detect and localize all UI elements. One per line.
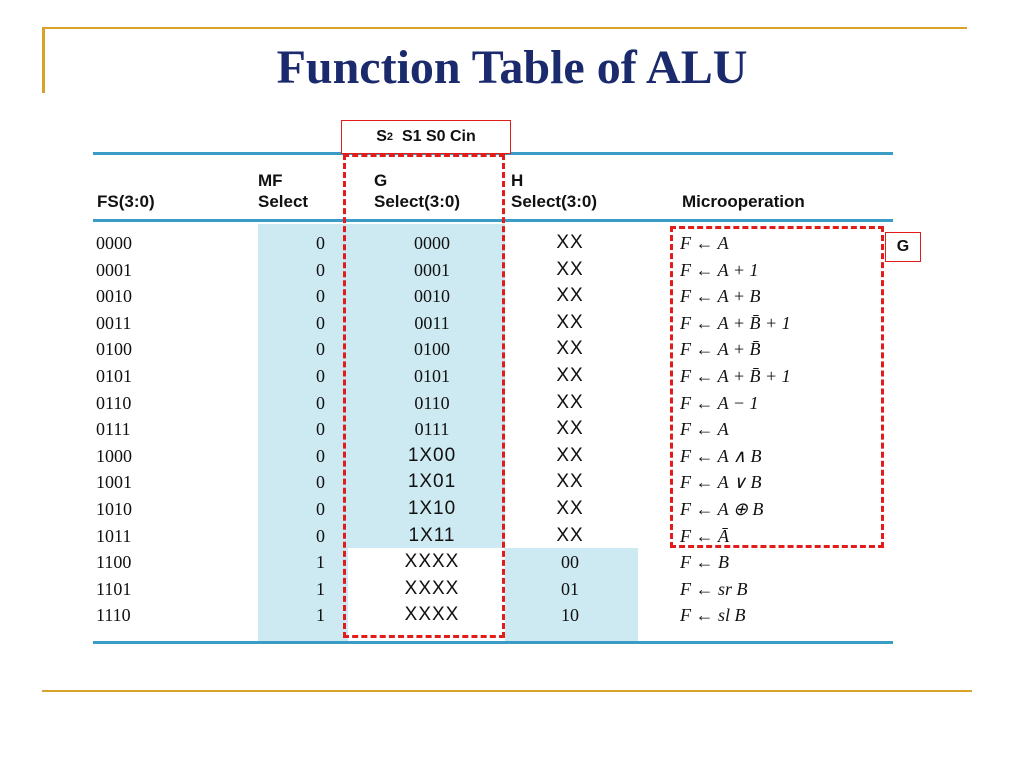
cell-microoperation: F ← A ∨ B: [680, 472, 762, 493]
cell-fs: 1010: [96, 499, 132, 519]
cell-mf: 0: [316, 525, 325, 546]
cell-g: 0000: [414, 233, 450, 253]
cell-h: XX: [556, 311, 584, 333]
cell-mf: 0: [316, 472, 325, 493]
cell-g: 1X11: [408, 524, 456, 546]
cell-fs: 1001: [96, 472, 132, 493]
header-microoperation: Microoperation: [682, 192, 805, 211]
cell-g: 1X10: [407, 498, 457, 519]
cell-h: XX: [556, 418, 584, 440]
cell-fs: 0010: [96, 286, 132, 307]
cell-g: 0011: [414, 312, 450, 333]
cell-mf: 1: [316, 605, 325, 626]
cell-h: XX: [556, 285, 584, 307]
cell-h: XX: [556, 365, 584, 386]
cell-mf: 0: [316, 445, 325, 466]
g-select-highlight-box: [343, 154, 505, 638]
cell-mf: 0: [316, 392, 325, 413]
cell-mf: 0: [316, 499, 325, 519]
cell-microoperation: F ← sr B: [680, 578, 748, 599]
cell-h: XX: [556, 391, 584, 413]
cell-g: 1X00: [407, 444, 457, 466]
table-header-rule: [93, 219, 893, 222]
cell-g: 0111: [414, 419, 450, 440]
cell-h: XX: [556, 498, 584, 519]
slide-frame-top-line: [42, 27, 967, 29]
cell-microoperation: F ← A: [680, 419, 729, 440]
cell-fs: 1100: [96, 552, 132, 573]
cell-microoperation: F ← A: [680, 233, 729, 253]
cell-microoperation: F ← A + B̄ + 1: [680, 312, 791, 333]
cell-g: XXXX: [404, 604, 460, 626]
cell-mf: 0: [316, 339, 325, 360]
cell-microoperation: F ← Ā: [680, 525, 729, 546]
cell-microoperation: F ← A + B̄ + 1: [680, 366, 791, 386]
cell-fs: 1110: [96, 605, 131, 626]
cell-mf: 1: [316, 552, 325, 573]
cell-h: XX: [556, 444, 584, 466]
microoperation-highlight-box: [670, 226, 884, 548]
cell-h: 00: [561, 552, 579, 573]
cell-h: XX: [556, 524, 584, 546]
cell-fs: 0101: [96, 366, 132, 386]
cell-mf: 0: [316, 286, 325, 307]
cell-microoperation: F ← A − 1: [680, 392, 759, 413]
table-bottom-rule: [93, 641, 893, 644]
cell-h: XX: [556, 232, 584, 253]
cell-fs: 1101: [96, 578, 132, 599]
cell-g: XXXX: [404, 577, 460, 599]
cell-g: 0010: [414, 286, 450, 307]
cell-fs: 0111: [96, 419, 131, 440]
mf-column-shade: [258, 224, 348, 641]
cell-mf: 1: [316, 578, 325, 599]
cell-microoperation: F ← A ⊕ B: [680, 499, 764, 519]
cell-h: XX: [556, 258, 584, 280]
cell-microoperation: F ← A + B: [680, 286, 761, 307]
cell-g: 0100: [414, 339, 450, 360]
cell-microoperation: F ← A + B̄: [680, 339, 761, 360]
cell-mf: 0: [316, 419, 325, 440]
cell-mf: 0: [316, 233, 325, 253]
slide-title: Function Table of ALU: [276, 41, 748, 94]
cell-g: 0101: [414, 366, 450, 386]
cell-g: 0001: [414, 259, 450, 280]
cell-fs: 0110: [96, 392, 132, 413]
cell-g: 0110: [414, 392, 450, 413]
cell-h: 10: [561, 605, 579, 626]
cell-h: 01: [561, 578, 579, 599]
cell-microoperation: F ← A ∧ B: [680, 445, 762, 466]
cell-g: XXXX: [404, 551, 460, 573]
cell-fs: 1000: [96, 445, 132, 466]
cell-microoperation: F ← A + 1: [680, 259, 759, 280]
cell-mf: 0: [316, 259, 325, 280]
cell-fs: 0100: [96, 339, 132, 360]
slide-frame-left-line: [42, 27, 45, 93]
cell-g: 1X01: [407, 471, 457, 493]
cell-fs: 0000: [96, 233, 132, 253]
cell-h: XX: [556, 338, 584, 360]
h-column-shade: [505, 548, 638, 641]
cell-fs: 0011: [96, 312, 132, 333]
cell-microoperation: F ← B: [680, 552, 729, 573]
cell-mf: 0: [316, 366, 325, 386]
microop-g-label: G: [885, 232, 921, 262]
cell-h: XX: [556, 471, 584, 493]
g-column-shade: [348, 224, 505, 548]
cell-fs: 0001: [96, 259, 132, 280]
cell-microoperation: F ← sl B: [680, 605, 746, 626]
cell-fs: 1011: [96, 525, 132, 546]
cell-mf: 0: [316, 312, 325, 333]
header-fs: FS(3:0): [97, 192, 155, 211]
slide-bottom-line: [42, 690, 972, 692]
